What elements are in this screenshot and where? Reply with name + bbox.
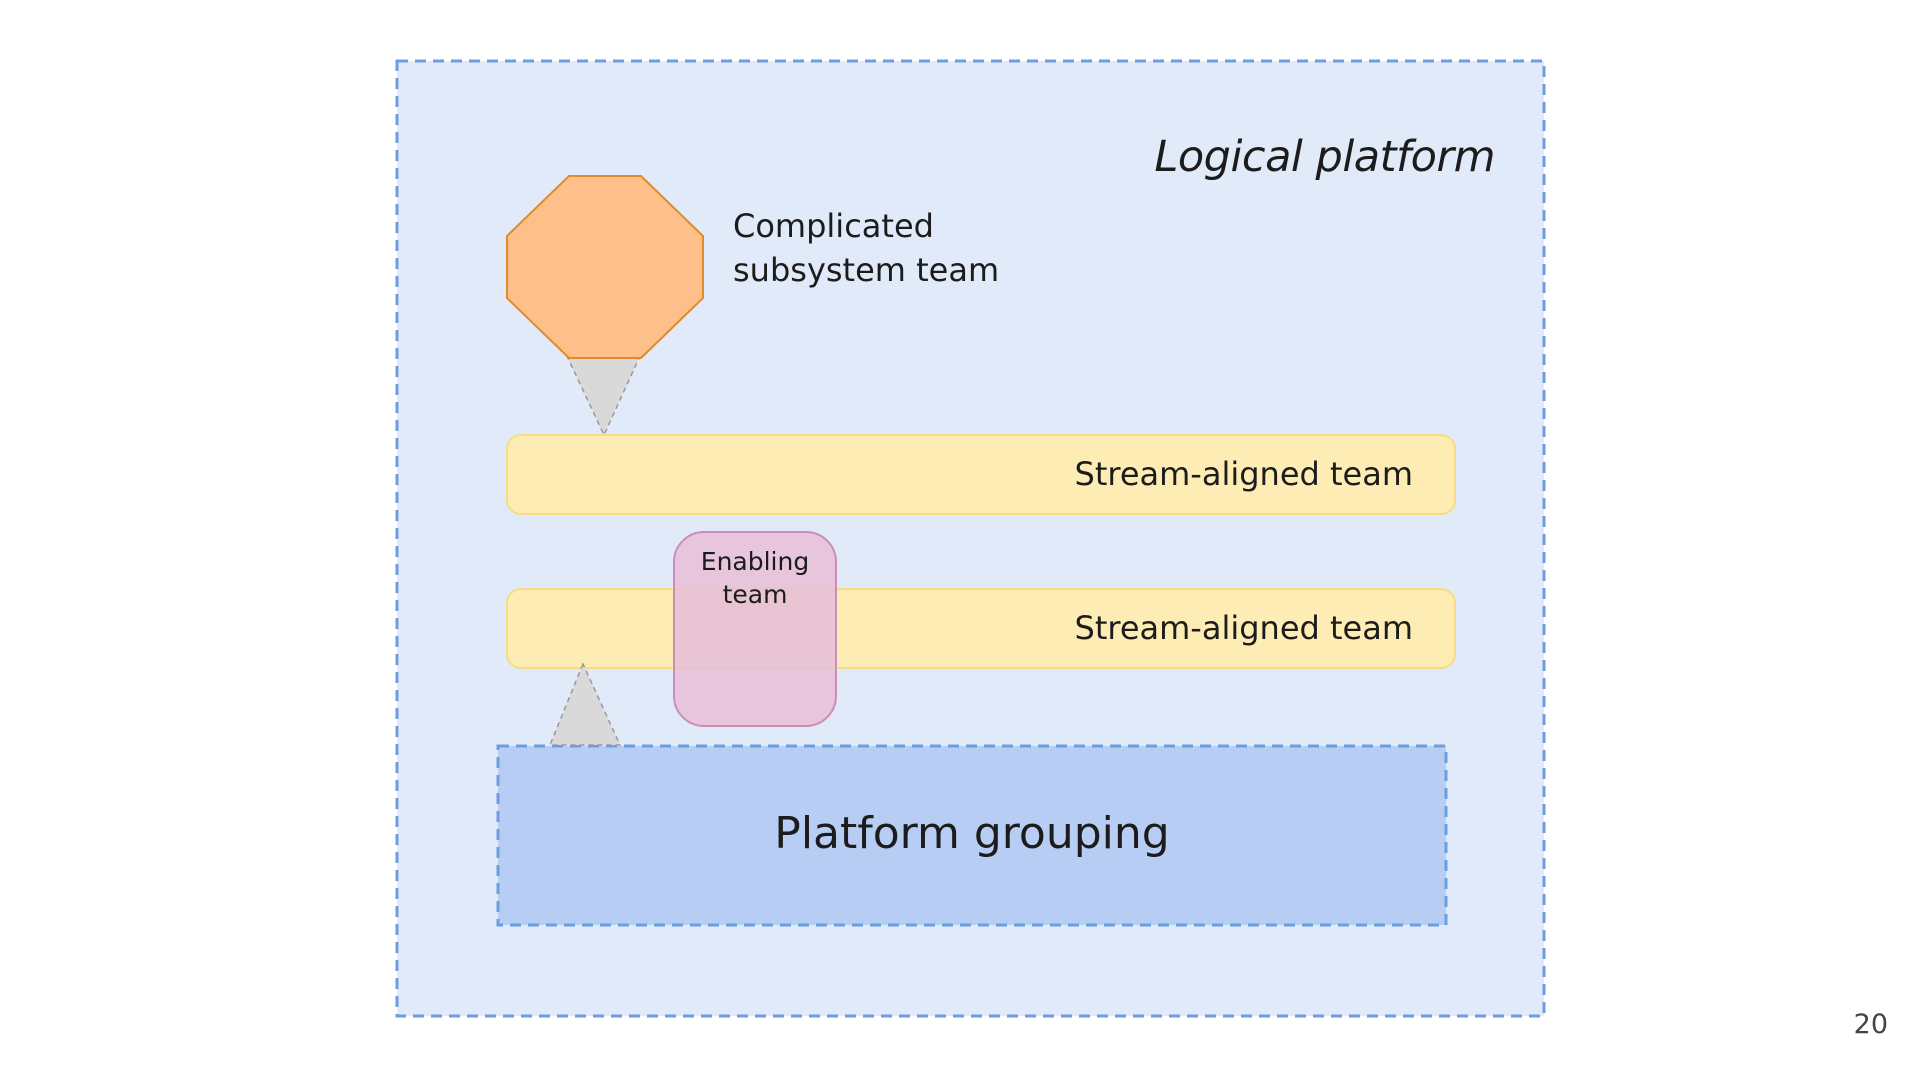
enabling-team-box (673, 531, 837, 727)
page-number: 20 (1853, 1009, 1888, 1040)
enabling-team-label: Enabling team (700, 547, 810, 609)
stream-aligned-team-label-1: Stream-aligned team (1074, 455, 1414, 493)
interaction-triangle-up-icon (548, 662, 622, 746)
platform-grouping-box (496, 744, 1448, 927)
stream-aligned-team-bar-1 (506, 434, 1456, 515)
stream-aligned-team-label-2: Stream-aligned team (1074, 609, 1414, 647)
complicated-subsystem-team-label: Complicated subsystem team (733, 207, 1000, 289)
complicated-subsystem-octagon-icon (506, 175, 704, 359)
logical-platform-label: Logical platform (1154, 132, 1495, 182)
platform-grouping-label: Platform grouping (774, 808, 1170, 859)
